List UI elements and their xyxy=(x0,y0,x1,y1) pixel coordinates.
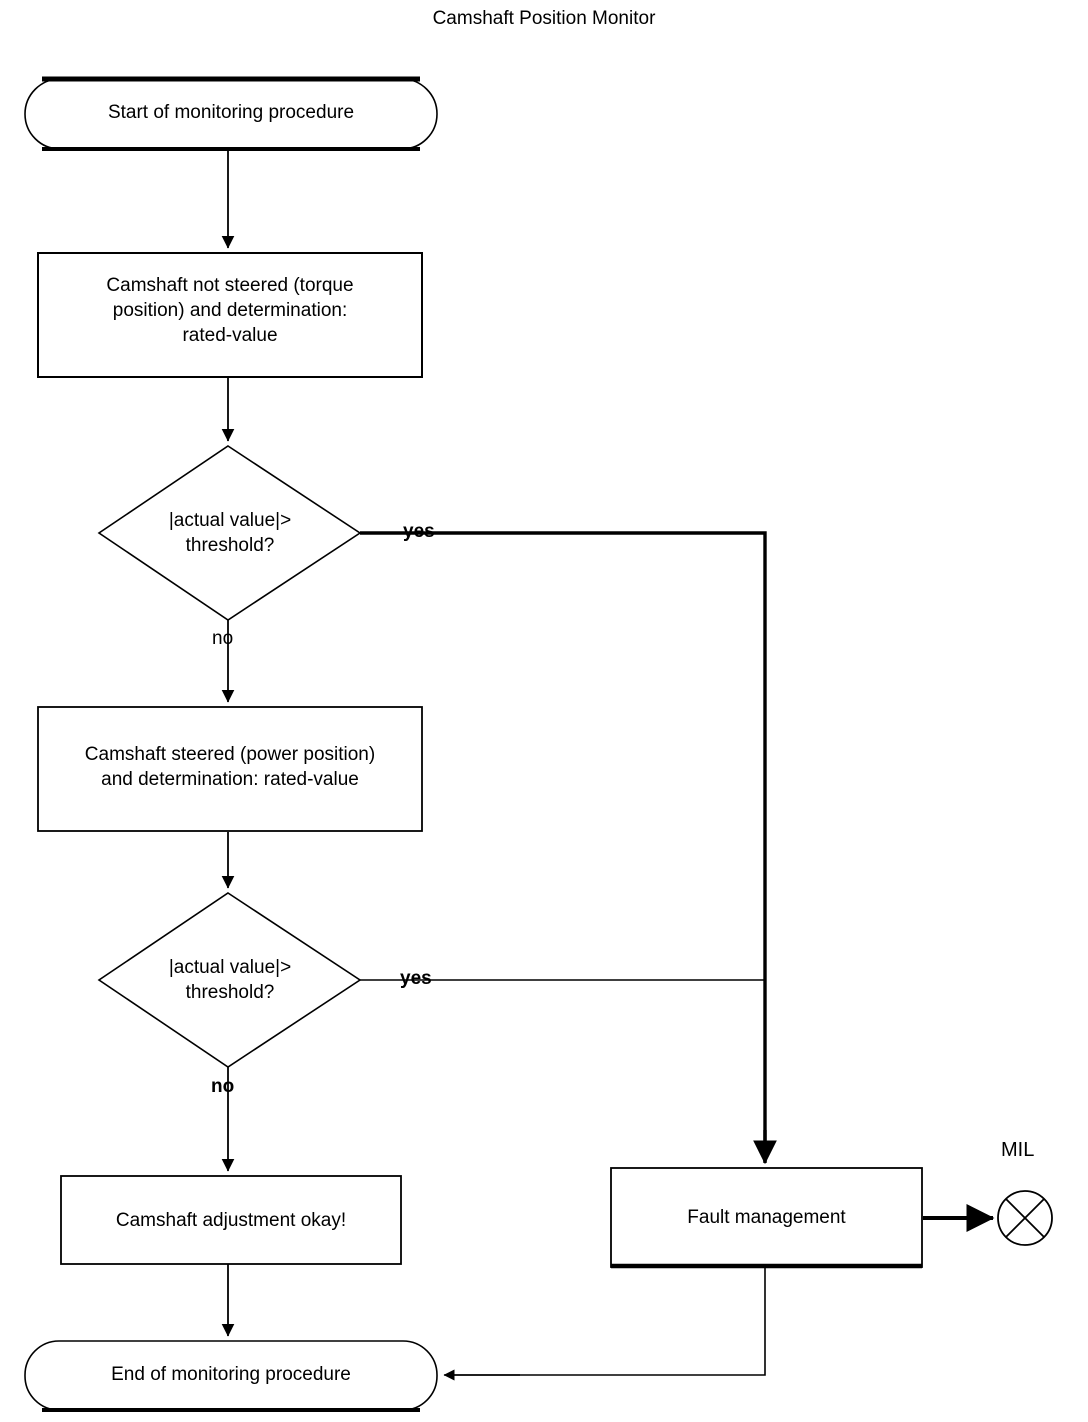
mil-lamp-icon xyxy=(997,1190,1053,1246)
node-start[interactable] xyxy=(24,76,438,151)
node-process-power[interactable] xyxy=(37,706,423,832)
edge-decision-one-yes xyxy=(360,531,777,1165)
page-title: Camshaft Position Monitor xyxy=(432,8,656,29)
edge-fault-management-to-end xyxy=(443,1268,766,1381)
node-decision-two[interactable] xyxy=(97,892,362,1068)
node-result-okay[interactable] xyxy=(60,1175,402,1265)
node-fault-management[interactable] xyxy=(610,1167,923,1269)
node-end[interactable] xyxy=(24,1340,438,1412)
mil-label: MIL xyxy=(1001,1139,1035,1161)
node-process-torque[interactable] xyxy=(37,252,423,378)
node-decision-one[interactable] xyxy=(97,445,362,621)
